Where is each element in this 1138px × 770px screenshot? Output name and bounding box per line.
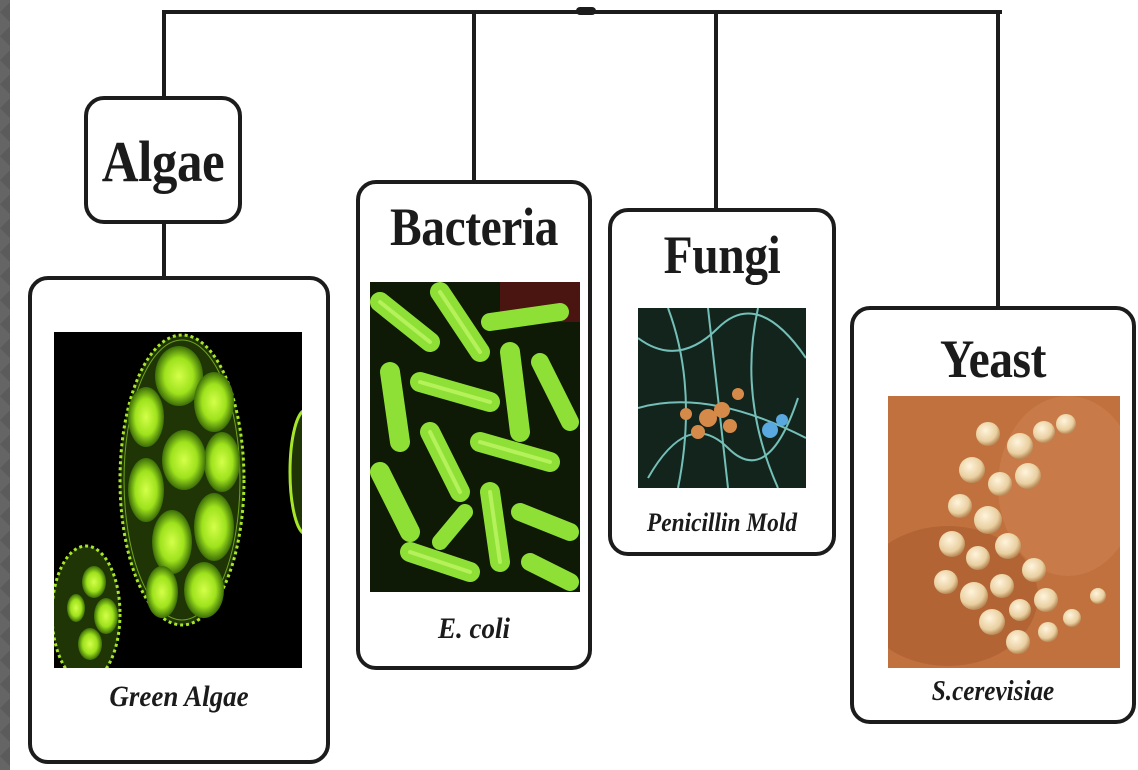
algae-image-box: Green Algae [28,276,330,764]
bacteria-title: Bacteria [374,196,575,258]
s-cerevisiae-caption: S.cerevisiae [868,676,1118,708]
fungi-title: Fungi [625,224,819,286]
connector-algae-top [162,10,166,98]
algae-title-box: Algae [84,96,242,224]
diagram-canvas: Algae [10,0,1138,770]
connector-yeast [996,10,1000,308]
connector-bacteria [472,10,476,182]
yeast-title: Yeast [871,328,1116,390]
green-algae-photo [54,332,302,668]
yeast-box: Yeast [850,306,1136,724]
e-coli-photo [370,282,580,592]
fungi-box: Fungi [608,208,836,556]
connector-fungi [714,10,718,210]
algae-title: Algae [97,128,229,195]
penicillin-mold-caption: Penicillin Mold [623,508,821,538]
green-algae-caption: Green Algae [47,680,312,714]
e-coli-caption: E. coli [371,612,576,646]
bacteria-box: Bacteria [356,180,592,670]
penicillin-mold-photo [638,308,806,488]
connector-algae-bottom [162,222,166,278]
top-node-nub [576,7,596,15]
s-cerevisiae-photo [888,396,1120,668]
